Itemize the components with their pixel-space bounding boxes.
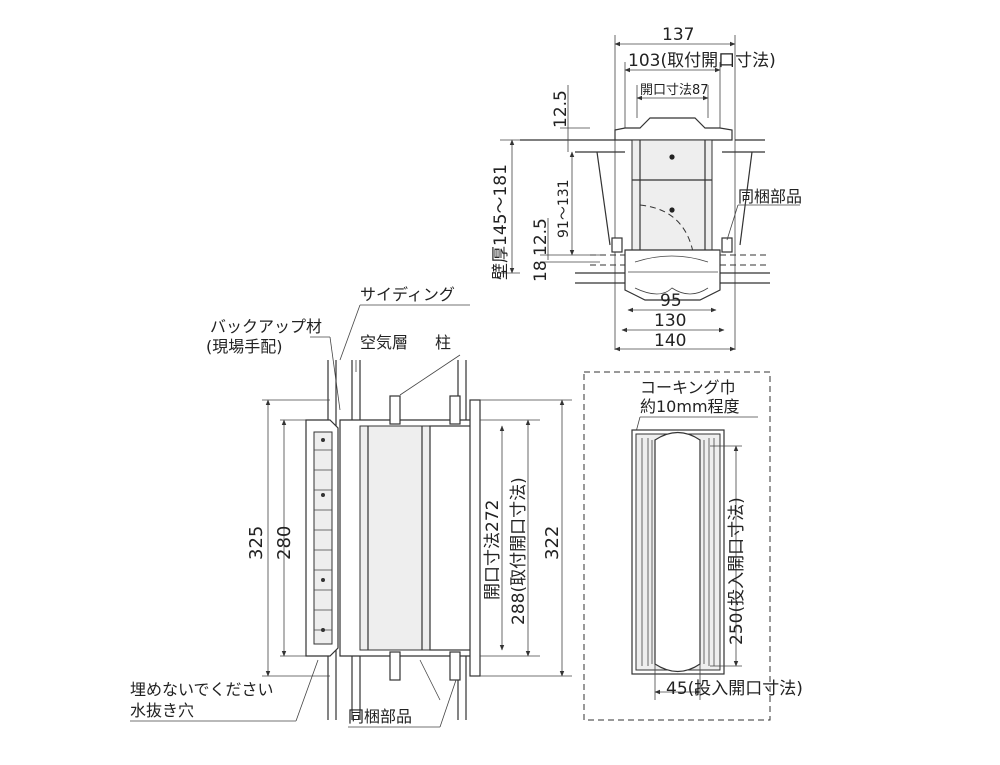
- dim-325-label: 325: [246, 526, 267, 560]
- label-air-layer: 空気層: [360, 333, 408, 352]
- dim-open272-label: 開口寸法272: [483, 500, 503, 600]
- dim-103-label: 103(取付開口寸法): [628, 51, 776, 71]
- label-caulking-2: 約10mm程度: [640, 397, 740, 416]
- louver-slats: [314, 449, 332, 631]
- dim-95-label: 95: [660, 291, 682, 311]
- dim-140-label: 140: [654, 331, 686, 351]
- label-caulking-1: コーキング巾: [640, 378, 736, 397]
- top-view: 137 103(取付開口寸法) 開口寸法87: [491, 25, 802, 352]
- label-siding: サイディング: [360, 285, 455, 304]
- dim-12-5-mid-label: 12.5: [531, 218, 551, 256]
- front-view: コーキング巾 約10mm程度 250(投入開口寸法) 45(投入開口寸法): [583, 371, 803, 721]
- dim-137-label: 137: [662, 25, 694, 45]
- dim-open87-label: 開口寸法87: [640, 83, 709, 98]
- label-no-fill-1: 埋めないでください: [130, 680, 274, 699]
- label-pillar: 柱: [435, 333, 451, 352]
- side-view: サイディング バックアップ材 (現場手配) 空気層 柱 325 280: [130, 285, 572, 728]
- dim-280-label: 280: [274, 526, 295, 560]
- dim-45-label: 45(投入開口寸法): [666, 679, 803, 699]
- dim-91-131-label: 91～131: [556, 179, 572, 238]
- dim-130-label: 130: [654, 311, 686, 331]
- label-no-fill-2: 水抜き穴: [130, 701, 194, 720]
- top-bundled-part-label: 同梱部品: [738, 187, 802, 206]
- front-slats-left: [641, 438, 653, 666]
- dim-12-5-top-label: 12.5: [551, 90, 571, 128]
- label-backup-1: バックアップ材: [210, 317, 322, 336]
- dim-322-label: 322: [542, 526, 563, 560]
- dim-288-label: 288(取付開口寸法): [509, 477, 529, 625]
- label-backup-2: (現場手配): [206, 337, 283, 356]
- side-bundled-part-label: 同梱部品: [348, 707, 412, 726]
- dim-250-label: 250(投入開口寸法): [727, 497, 747, 645]
- dim-18-label: 18: [531, 260, 551, 282]
- front-slats-right: [703, 438, 715, 666]
- dim-wall-label: 壁厚145～181: [491, 164, 511, 280]
